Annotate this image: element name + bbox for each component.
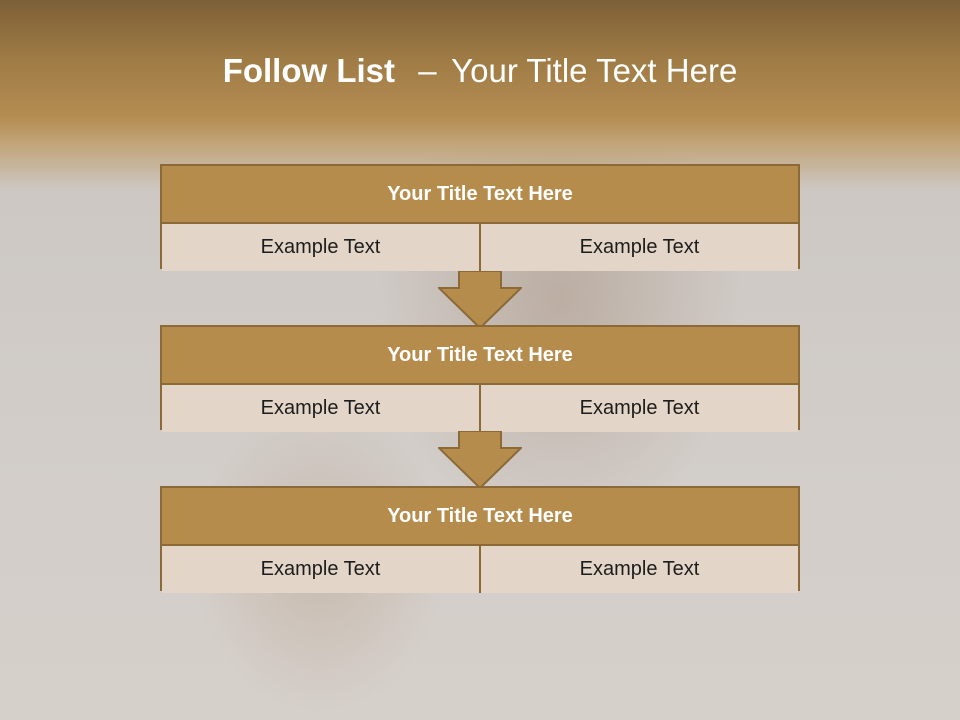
down-arrow-icon	[438, 271, 522, 329]
block-title: Your Title Text Here	[162, 166, 798, 224]
block-row: Example Text Example Text	[162, 224, 798, 271]
title-band	[0, 0, 960, 190]
block-cell-right: Example Text	[479, 546, 798, 593]
block-cell-left: Example Text	[162, 385, 479, 432]
block-cell-left: Example Text	[162, 546, 479, 593]
list-block-2: Your Title Text Here Example Text Exampl…	[160, 325, 800, 432]
slide-title-dash: –	[418, 52, 437, 89]
block-row: Example Text Example Text	[162, 546, 798, 593]
block-cell-left: Example Text	[162, 224, 479, 271]
list-block-1: Your Title Text Here Example Text Exampl…	[160, 164, 800, 271]
block-row: Example Text Example Text	[162, 385, 798, 432]
slide-title-bold: Follow List	[222, 52, 396, 89]
block-title: Your Title Text Here	[162, 327, 798, 385]
list-block-3: Your Title Text Here Example Text Exampl…	[160, 486, 800, 593]
block-cell-right: Example Text	[479, 224, 798, 271]
slide-title-rest: Your Title Text Here	[451, 52, 738, 89]
block-title: Your Title Text Here	[162, 488, 798, 546]
down-arrow-icon	[438, 431, 522, 489]
slide-title: Follow List – Your Title Text Here	[0, 52, 960, 90]
block-cell-right: Example Text	[479, 385, 798, 432]
